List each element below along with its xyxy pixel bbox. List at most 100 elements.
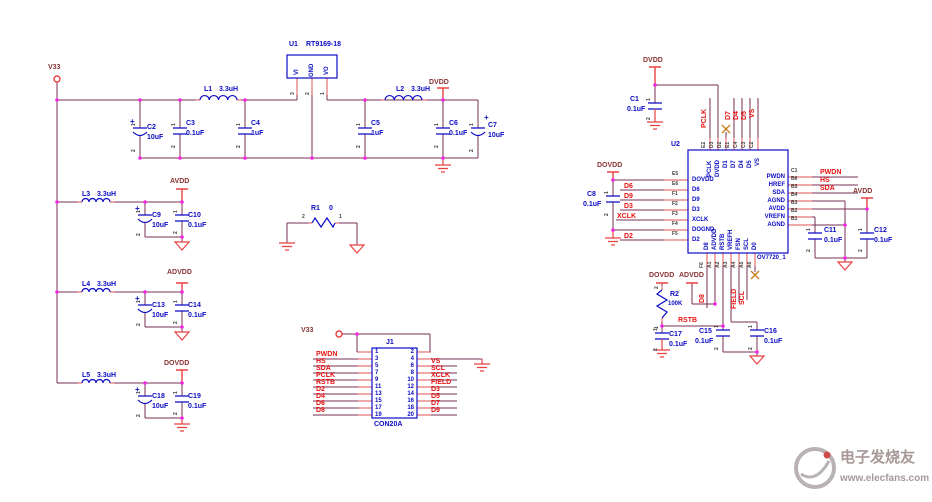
left_power-label-l5: L5 (82, 372, 91, 379)
sensor_u2-label-0-1uf: 0.1uF (583, 201, 602, 208)
sensor_u2-label-b1: B1 (791, 216, 798, 222)
sensor_u2-label-d2: D2 (624, 233, 633, 240)
sensor_u2-label-1: 1 (858, 228, 864, 231)
sensor_u2-label-d3: D3 (624, 203, 633, 210)
inductor-l4 (81, 287, 111, 293)
left_power-label-2: 2 (236, 145, 242, 148)
wires (56, 78, 868, 424)
left_power-label-0-1uf: 0.1uF (188, 403, 207, 410)
left_power-label-0-1uf: 0.1uF (449, 130, 468, 137)
sensor_u2-label-sda: SDA (820, 185, 835, 192)
connector_j1-label-pclk: PCLK (316, 372, 336, 379)
sensor_u2-label-c1: C1 (791, 168, 798, 174)
sensor_u2-label-a3: A3 (723, 261, 729, 268)
inductor-l1 (199, 94, 238, 101)
left_power-label-10uf: 10uF (147, 134, 164, 141)
left_power-label-0-1uf: 0.1uF (186, 130, 205, 137)
r1-label-1: 1 (339, 214, 342, 220)
v33-port-left (53, 75, 61, 83)
sensor_u2-label-b5: B5 (791, 184, 798, 190)
sensor_u2-label-2: 2 (654, 286, 660, 289)
sensor_u2-label-vs: VS (749, 108, 756, 118)
ground-symbols (173, 109, 854, 432)
connector_j1-label-15: 15 (375, 398, 382, 404)
sensor_u2-label-2: 2 (714, 347, 720, 350)
sensor_u2-label-e5: E5 (672, 171, 679, 177)
regulator-label-gnd: GND (309, 63, 315, 77)
sensor_u2-label-1: 1 (653, 328, 659, 331)
earth-ground (174, 109, 670, 432)
sensor_u2-label-dognd: DOGND (692, 227, 715, 233)
left_power-label-3-3uh: 3.3uH (97, 372, 117, 379)
sensor_u2-label-d6: D6 (624, 183, 633, 190)
sensor_u2-label-pclk: PCLK (707, 160, 713, 177)
connector_j1-label-10: 10 (407, 377, 414, 383)
capacitors-electrolytic (132, 127, 486, 405)
sensor_u2-label-f1: F1 (672, 191, 678, 197)
connector_j1-label-sda: SDA (316, 365, 331, 372)
x-mark-d0 (750, 270, 760, 280)
connector_j1-label-j1: J1 (386, 339, 394, 346)
connector_j1-label-5: 5 (375, 363, 379, 369)
sensor_u2-label-c12: C12 (874, 227, 887, 234)
connector_j1-label-7: 7 (375, 370, 379, 376)
sensor_u2-label-d3: D3 (692, 207, 700, 213)
sensor_u2-label-pwdn: PWDN (766, 174, 785, 180)
sensor_u2-label-c11: C11 (824, 227, 837, 234)
sensor_u2-label-c3: C3 (741, 141, 747, 148)
left_power-label-2: 2 (173, 231, 179, 234)
sensor_u2-label-r2: R2 (670, 291, 679, 298)
sensor_u2-label-2: 2 (806, 249, 812, 252)
inductor-l5 (81, 378, 111, 384)
sensor_u2-label-c16: C16 (764, 328, 777, 335)
wire-u2-left (612, 179, 688, 241)
connector_j1-label-d7: D7 (431, 400, 440, 407)
connector_j1-label-d6: D6 (316, 400, 325, 407)
sensor_u2-label-e6: E6 (672, 181, 679, 187)
left_power-label-2: 2 (173, 412, 179, 415)
connector_j1-label-pwdn: PWDN (316, 351, 338, 358)
x-mark-d1 (721, 124, 731, 134)
watermark-label-电子发烧友: 电子发烧友 (840, 449, 916, 466)
connector_j1-label-18: 18 (407, 405, 414, 411)
sensor_u2-label-f4: F4 (672, 221, 678, 227)
sensor_u2-label-e1: E1 (725, 141, 731, 148)
sensor_u2-label-0-1uf: 0.1uF (627, 106, 646, 113)
left_power-label-2: 2 (171, 145, 177, 148)
sensor_u2-label-f6: F6 (699, 262, 705, 268)
stub-resistors (308, 222, 663, 322)
left_power-label-l3: L3 (82, 191, 91, 198)
sensor_u2-label-a1: A1 (707, 261, 713, 268)
left_power-label--: + (135, 204, 140, 213)
power-bars (176, 66, 873, 383)
sensor_u2-label-2: 2 (748, 347, 754, 350)
left_power-label-1: 1 (136, 391, 142, 394)
sensor_u2-label-vrefn: VREFN (764, 214, 785, 220)
sensor_u2-label-d0: D0 (752, 242, 758, 250)
connector_j1-label-12: 12 (407, 384, 414, 390)
connector_j1-label-d9: D9 (431, 407, 440, 414)
connector_j1-label-16: 16 (407, 398, 414, 404)
sensor_u2-label-c8: C8 (587, 191, 596, 198)
connector_j1-label-1: 1 (375, 349, 379, 355)
sensor_u2-label-d6: D6 (692, 187, 700, 193)
sensor_u2-label-c15: C15 (699, 328, 712, 335)
left_power-label-2: 2 (356, 145, 362, 148)
connector_j1-label-20: 20 (407, 412, 414, 418)
sensor_u2-label-vrefh: VREFH (728, 229, 734, 250)
connector_j1-label-6: 6 (410, 363, 414, 369)
sensor_u2-label-d5: D5 (747, 160, 753, 168)
sensor_u2-label-c2: C2 (749, 141, 755, 148)
connector_j1-label-hs: HS (316, 358, 326, 365)
sensor_u2-label-0-1uf: 0.1uF (669, 341, 688, 348)
sensor_u2-label-d4: D4 (739, 160, 745, 168)
left_power-label-1: 1 (136, 210, 142, 213)
sensor_u2-label-b6: B6 (791, 176, 798, 182)
sensor_u2-label-scl: SCL (739, 291, 746, 305)
connector-j1-box (371, 347, 418, 419)
sensor_u2-label-f5: F5 (672, 231, 678, 237)
left_power-label--: + (130, 117, 135, 126)
left_power-label-c2: C2 (147, 124, 156, 131)
connector_j1-label-17: 17 (375, 405, 382, 411)
